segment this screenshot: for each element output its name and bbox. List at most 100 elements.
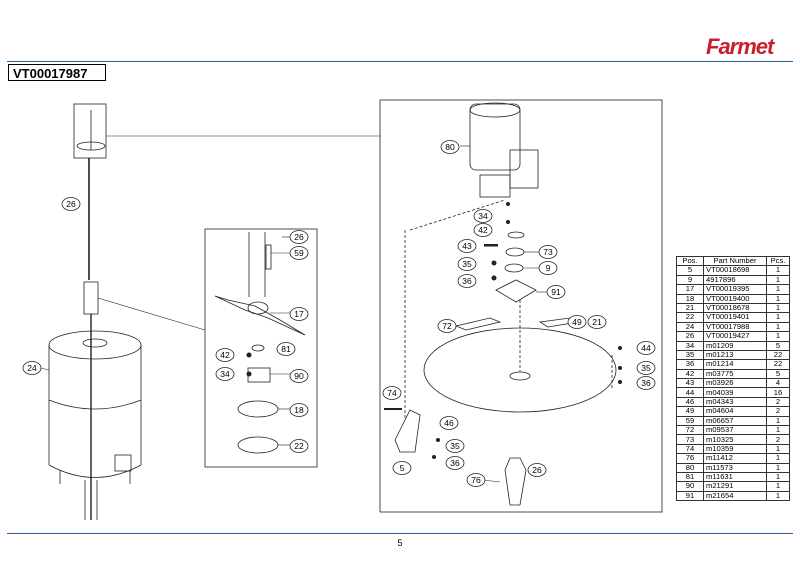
callout-91: 91	[551, 287, 561, 297]
callout-42: 42	[478, 225, 488, 235]
cell-part-number: m01214	[703, 359, 767, 370]
header-rule	[7, 61, 793, 62]
detail-view-frame	[204, 228, 318, 468]
cell-pos: 18	[676, 293, 704, 304]
callout-49: 49	[572, 317, 582, 327]
callout-43: 43	[462, 241, 472, 251]
cell-pcs: 1	[766, 481, 790, 492]
document-id: VT00017987	[8, 64, 106, 81]
cell-part-number: m10359	[703, 443, 767, 455]
cell-pos: 90	[676, 481, 704, 492]
cell-part-number: VT00019427	[703, 331, 767, 342]
callout-76: 76	[471, 475, 481, 485]
cell-pos: 9	[676, 274, 704, 286]
cell-part-number: m21654	[703, 490, 767, 502]
bearing-flange	[495, 279, 537, 303]
cell-pcs: 1	[766, 453, 790, 464]
cell-pcs: 1	[766, 312, 790, 323]
cell-pos: 17	[676, 284, 704, 295]
farmet-logo: Farmet	[706, 34, 774, 59]
cell-pos: 74	[676, 443, 704, 455]
callout-22: 22	[294, 441, 304, 451]
cell-pos: 43	[676, 378, 704, 389]
cell-part-number: m04343	[703, 396, 767, 408]
callout-74: 74	[387, 388, 397, 398]
cell-part-number: m01213	[703, 349, 767, 361]
callout-24: 24	[27, 363, 37, 373]
cell-part-number: m04039	[703, 387, 767, 398]
lower-shaft	[504, 457, 527, 506]
callout-18: 18	[294, 405, 304, 415]
cell-part-number: VT00019401	[703, 312, 767, 323]
column-header-pos: Pos.	[676, 255, 704, 267]
cell-pcs: 1	[766, 284, 790, 295]
cell-pos: 72	[676, 425, 704, 436]
cell-part-number: VT00018698	[703, 265, 767, 276]
callout-46: 46	[444, 418, 454, 428]
cell-pcs: 1	[766, 321, 790, 333]
cell-pcs: 1	[766, 425, 790, 436]
motor	[469, 103, 521, 171]
callout-90: 90	[294, 371, 304, 381]
cell-part-number: m03775	[703, 368, 767, 380]
column-header-pcs: Pcs.	[766, 255, 790, 267]
cell-pos: 22	[676, 312, 704, 323]
agitator-blade	[214, 295, 306, 336]
cell-pcs: 1	[766, 302, 790, 314]
cell-part-number: 4917896	[703, 274, 767, 286]
cell-part-number: VT00017988	[703, 321, 767, 333]
callout-35: 35	[450, 441, 460, 451]
cell-pos: 34	[676, 340, 704, 351]
cell-pcs: 2	[766, 396, 790, 408]
cell-pcs: 1	[766, 274, 790, 286]
cell-pcs: 22	[766, 359, 790, 370]
callout-72: 72	[442, 321, 452, 331]
cell-pcs: 1	[766, 443, 790, 455]
callout-17: 17	[294, 309, 304, 319]
callout-36: 36	[450, 458, 460, 468]
column-header-part-number: Part Number	[703, 255, 767, 267]
callout-34: 34	[478, 211, 488, 221]
cell-pos: 42	[676, 368, 704, 380]
callout-34: 34	[220, 369, 230, 379]
cell-part-number: m11573	[703, 462, 767, 474]
cell-part-number: m06657	[703, 415, 767, 427]
callout-59: 59	[294, 248, 304, 258]
cell-pos: 73	[676, 434, 704, 445]
cell-pcs: 22	[766, 349, 790, 361]
callout-81: 81	[281, 344, 291, 354]
cell-pos: 44	[676, 387, 704, 398]
cell-part-number: m03926	[703, 378, 767, 389]
cell-pos: 49	[676, 406, 704, 417]
callout-26: 26	[294, 232, 304, 242]
cell-pcs: 5	[766, 340, 790, 351]
callout-36: 36	[462, 276, 472, 286]
exploded-view-frame	[379, 99, 663, 513]
cell-part-number: m11412	[703, 453, 767, 464]
cell-part-number: VT00019400	[703, 293, 767, 304]
cell-pcs: 1	[766, 471, 790, 483]
callout-80: 80	[445, 142, 455, 152]
cell-pcs: 2	[766, 434, 790, 445]
cell-pcs: 4	[766, 378, 790, 389]
tank-lid	[48, 330, 142, 360]
cell-part-number: m09537	[703, 425, 767, 436]
cell-pcs: 1	[766, 415, 790, 427]
